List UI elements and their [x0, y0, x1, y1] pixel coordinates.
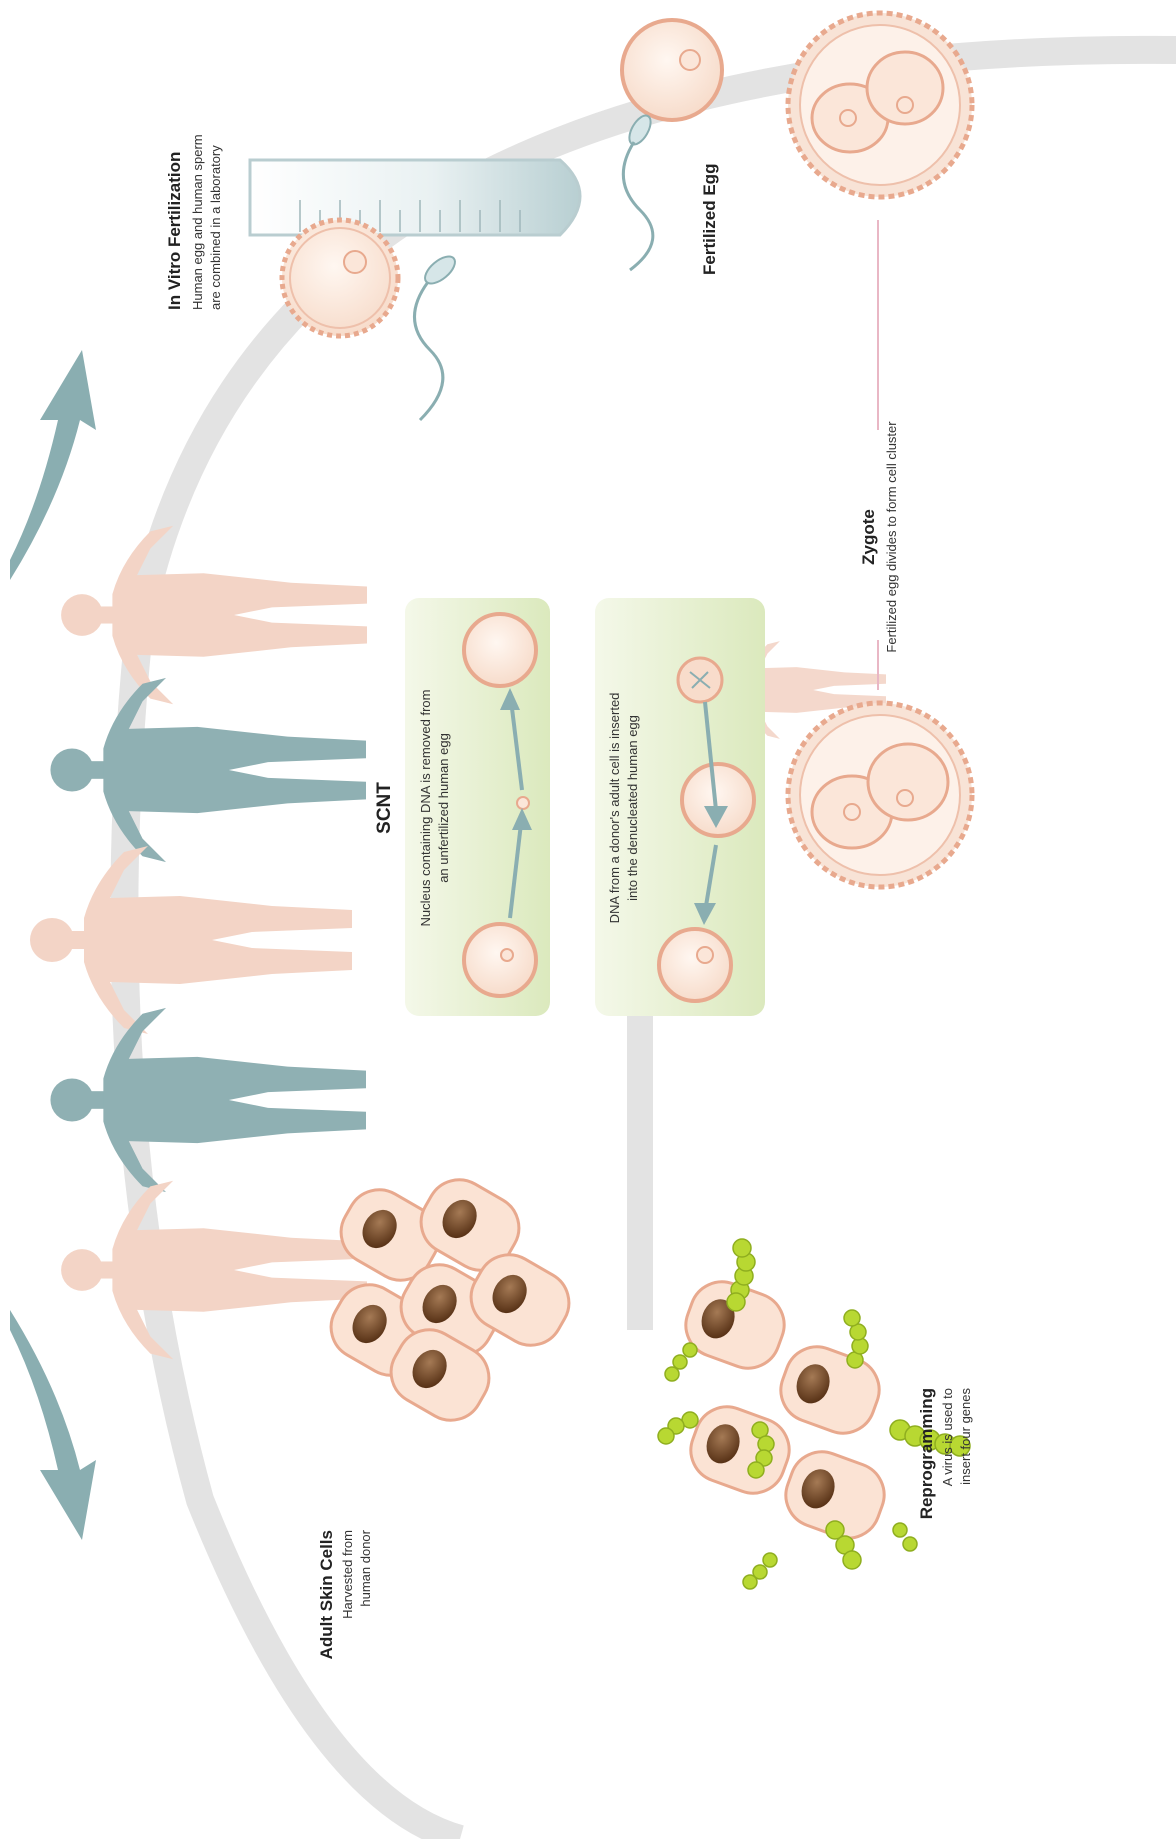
- scnt-title: SCNT: [374, 782, 395, 834]
- skin-cells-label: Adult Skin Cells Harvested from human do…: [317, 1529, 373, 1659]
- zygote-cell-icon: [788, 703, 972, 887]
- person-figure-icon: [50, 678, 366, 862]
- scnt-step-1-line-2: an unfertilized human egg: [436, 733, 451, 883]
- skin-cells-icon: [319, 1168, 580, 1432]
- ivf-line-1: Human egg and human sperm: [190, 134, 205, 310]
- skin-cells-line-2: human donor: [358, 1529, 373, 1606]
- scnt-step-2-line-1: DNA from a donor's adult cell is inserte…: [607, 693, 622, 924]
- person-figure-icon: [50, 1008, 366, 1192]
- scnt-label: SCNT: [374, 782, 395, 834]
- ivf-label: In Vitro Fertilization Human egg and hum…: [165, 134, 223, 310]
- person-figure-icon: [61, 526, 367, 705]
- reprogramming-label: Reprogramming A virus is used to insert …: [917, 1388, 973, 1520]
- egg-icon: [282, 220, 398, 336]
- zygote-cell-icon: [788, 13, 972, 197]
- ivf-line-2: are combined in a laboratory: [208, 145, 223, 310]
- zygote-label: Zygote Fertilized egg divides to form ce…: [859, 421, 899, 653]
- reprogramming-line-2: insert four genes: [958, 1388, 973, 1485]
- ivf-title: In Vitro Fertilization: [165, 152, 184, 310]
- skin-cells-line-1: Harvested from: [340, 1530, 355, 1619]
- scnt-step-1-line-1: Nucleus containing DNA is removed from: [418, 690, 433, 927]
- reprogramming-title: Reprogramming: [917, 1388, 936, 1519]
- person-figure-icon: [30, 846, 352, 1034]
- scnt-step-2-line-2: into the denucleated human egg: [625, 715, 640, 901]
- test-tube-icon: [250, 160, 580, 235]
- zygote-title: Zygote: [859, 509, 878, 565]
- fertilized-egg-title: Fertilized Egg: [700, 164, 719, 275]
- reprogramming-cells-icon: [677, 1273, 893, 1547]
- sperm-icon: [414, 252, 459, 420]
- fertilized-egg-label: Fertilized Egg: [700, 164, 719, 275]
- zygote-line-1: Fertilized egg divides to form cell clus…: [884, 421, 899, 653]
- reprogramming-line-1: A virus is used to: [940, 1388, 955, 1486]
- person-figure-icon: [61, 1181, 367, 1360]
- skin-cells-title: Adult Skin Cells: [317, 1530, 336, 1659]
